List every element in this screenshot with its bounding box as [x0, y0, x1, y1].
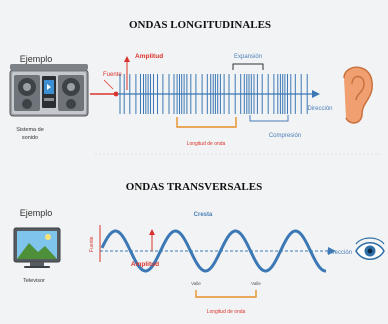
longitudinal-wavelength-bracket — [176, 117, 237, 128]
transversal-direction-arrow — [328, 247, 336, 255]
transversal-example-label: Ejemplo — [20, 208, 53, 218]
longitudinal-title: ONDAS LONGITUDINALES — [129, 19, 271, 31]
device-label-line2: sonido — [22, 135, 38, 141]
transversal-title: ONDAS TRANSVERSALES — [126, 181, 262, 193]
trough-label-left: Valle — [191, 281, 201, 286]
longitudinal-amplitude-label: Amplitud — [135, 53, 163, 60]
longitudinal-source-label: Fuente — [103, 72, 122, 78]
transversal-direction-label: Dirección — [327, 250, 352, 256]
amplitude-arrowhead — [124, 56, 130, 62]
device-label-line1: Sistema de — [16, 127, 44, 133]
eye-icon — [355, 237, 385, 260]
trough-label-right: Valle — [251, 281, 261, 286]
transversal-wavelength-bracket — [195, 290, 257, 298]
longitudinal-wave-lines — [119, 74, 308, 114]
compression-bracket — [249, 115, 289, 122]
transversal-device-label: Televisor — [23, 278, 45, 284]
crest-label: Cresta — [194, 212, 213, 218]
longitudinal-direction-label: Dirección — [307, 106, 332, 112]
transversal-source-label: Fuente — [89, 236, 95, 252]
longitudinal-example-label: Ejemplo — [20, 54, 53, 64]
expansion-label: Expansión — [234, 54, 262, 60]
transversal-wave — [100, 229, 326, 273]
longitudinal-wavelength-label: Longitud de onda — [187, 141, 226, 147]
transversal-amplitude-label: Amplitud — [131, 261, 159, 268]
longitudinal-direction-arrow — [312, 90, 320, 98]
source-pointer — [103, 79, 114, 90]
compression-label: Compresión — [269, 133, 301, 139]
expansion-bracket — [232, 63, 264, 70]
television-icon — [13, 227, 61, 268]
stereo-speaker-icon — [9, 64, 89, 117]
ear-icon — [343, 66, 373, 124]
transversal-wavelength-label: Longitud de onda — [207, 309, 246, 315]
source-dot — [113, 91, 119, 97]
transversal-amplitude-arrowhead — [149, 229, 155, 235]
